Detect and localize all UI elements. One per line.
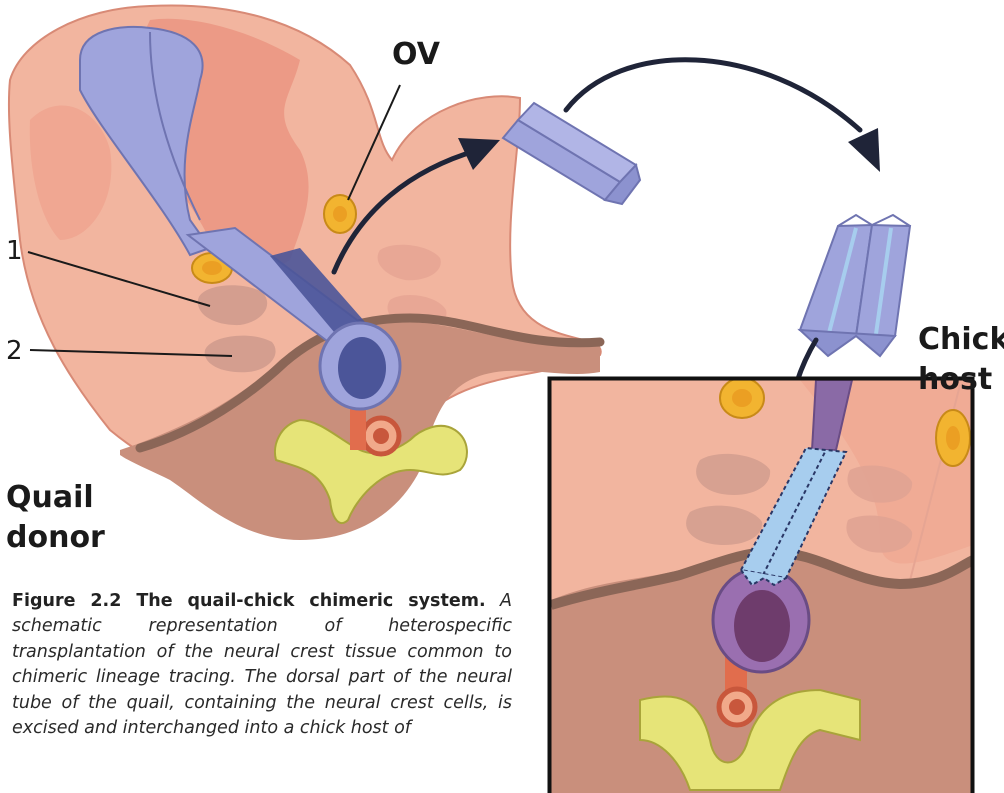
chick-host-inset [551, 378, 973, 793]
label-quail-line1: Quail [6, 478, 105, 518]
label-2: 2 [6, 338, 23, 364]
donor-neural-tube-lumen [338, 337, 386, 399]
label-1: 1 [6, 238, 23, 264]
label-quail-donor: Quail donor [6, 478, 105, 558]
arrow-flip [566, 60, 860, 130]
label-chick-line2: host [918, 360, 1004, 400]
host-neural-tube-lumen [734, 590, 790, 662]
label-quail-line2: donor [6, 518, 105, 558]
somite-2 [205, 336, 276, 373]
label-chick-line1: Chick [918, 320, 1004, 360]
label-ov: OV [392, 40, 440, 70]
caption-body: A schematic representation of heterospec… [12, 591, 512, 738]
excised-neural-tube-rotated [800, 215, 910, 356]
excised-neural-tube-quail [503, 103, 640, 204]
figure-caption: Figure 2.2 The quail-chick chimeric syst… [12, 589, 512, 741]
caption-title: Figure 2.2 The quail-chick chimeric syst… [12, 591, 486, 611]
label-chick-host: Chick host [918, 320, 1004, 400]
arrowhead-flip [848, 128, 880, 172]
